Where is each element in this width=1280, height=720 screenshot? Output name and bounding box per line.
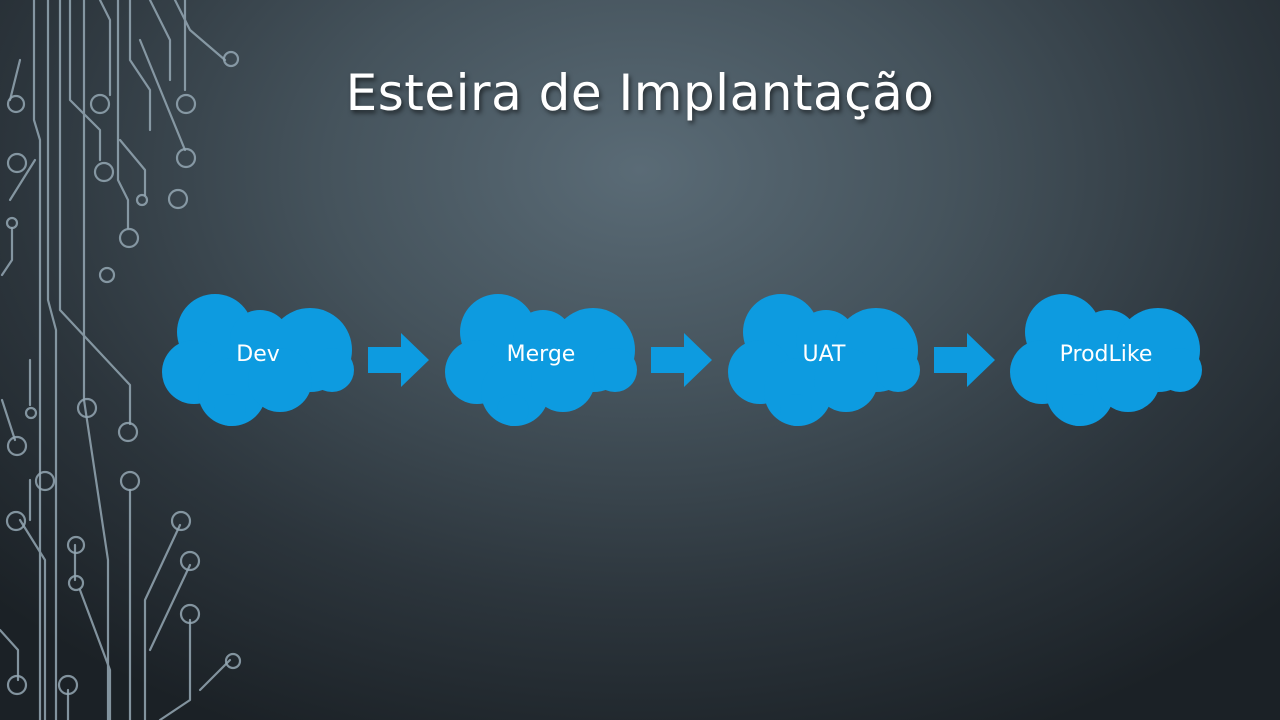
slide-title: Esteira de Implantação — [345, 64, 935, 122]
stage-label: ProdLike — [1059, 342, 1153, 367]
stage-uat: UAT — [726, 292, 922, 428]
stage-dev: Dev — [160, 292, 356, 428]
cloud-shape — [445, 294, 637, 426]
cloud-shape — [1010, 294, 1202, 426]
stage-label: Merge — [506, 342, 576, 367]
circuit-decoration — [0, 0, 242, 720]
stage-merge: Merge — [443, 292, 639, 428]
stage-prodlike: ProdLike — [1008, 292, 1204, 428]
arrow-icon — [934, 333, 996, 387]
stage-label: Dev — [236, 342, 280, 367]
arrow-icon — [368, 333, 430, 387]
cloud-shape — [728, 294, 920, 426]
cloud-shape — [162, 294, 354, 426]
arrow-icon — [651, 333, 713, 387]
stage-label: UAT — [802, 342, 846, 367]
